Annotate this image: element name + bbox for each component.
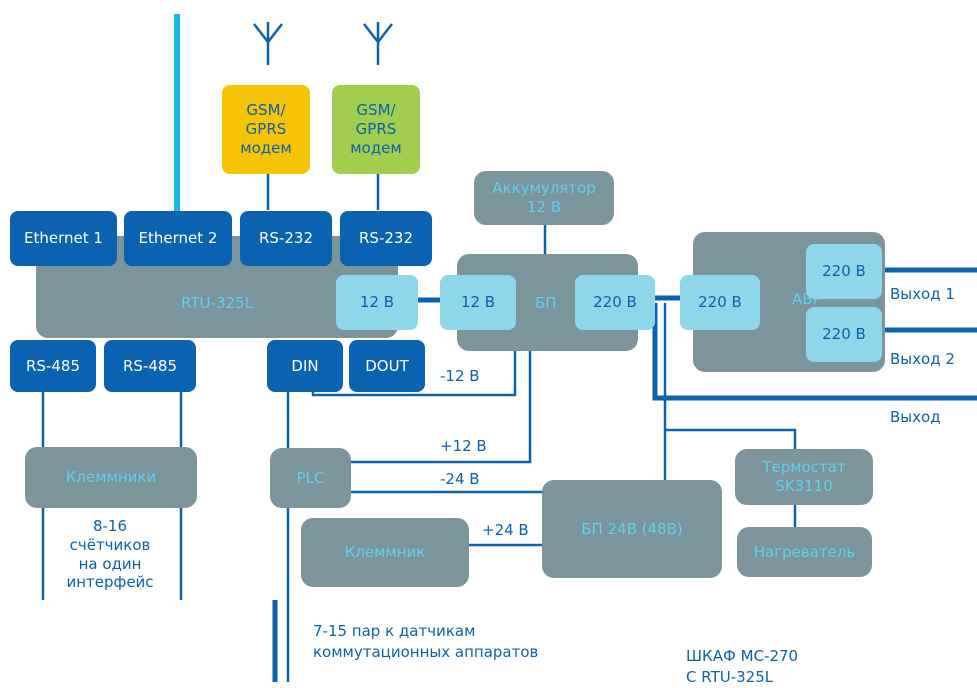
port-rs232-2: RS-232 bbox=[340, 211, 432, 266]
gsm-modem-2: GSM/ GPRS модем bbox=[332, 85, 420, 174]
sensors-note: 7-15 пар к датчикам коммутационных аппар… bbox=[313, 622, 539, 661]
terminal-block: Клеммник bbox=[301, 518, 469, 587]
port-din: DIN bbox=[267, 340, 343, 392]
port-dout: DOUT bbox=[349, 340, 425, 392]
port-ethernet-1: Ethernet 1 bbox=[10, 211, 117, 266]
battery: Аккумулятор 12 В bbox=[474, 171, 614, 225]
psu-in-12v: 12 В bbox=[440, 275, 516, 330]
thermostat: Термостат SK3110 bbox=[735, 449, 873, 505]
avr-out-220v-1: 220 В bbox=[806, 244, 882, 299]
rtu-title: RTU-325L bbox=[181, 294, 253, 312]
gsm-modem-1: GSM/ GPRS модем bbox=[222, 85, 310, 174]
rtu-port-12v: 12 В bbox=[336, 275, 418, 330]
meters-note: 8-16 счётчиков на один интерфейс bbox=[66, 517, 154, 592]
avr-out-220v-2: 220 В bbox=[806, 307, 882, 362]
wire-label-minus24: -24 В bbox=[440, 470, 480, 488]
wire-label-plus12: +12 В bbox=[440, 437, 487, 455]
heater: Нагреватель bbox=[737, 527, 872, 577]
output-label: Выход bbox=[890, 408, 941, 426]
plc: PLC bbox=[270, 448, 351, 508]
port-rs232-1: RS-232 bbox=[240, 211, 332, 266]
psu-title: БП bbox=[535, 294, 557, 312]
psu-24v: БП 24В (48В) bbox=[542, 480, 722, 578]
avr-in-220v: 220 В bbox=[680, 275, 760, 330]
terminals-block: Клеммники bbox=[25, 447, 197, 508]
port-rs485-1: RS-485 bbox=[10, 340, 96, 392]
output-2-label: Выход 2 bbox=[890, 350, 955, 368]
wire-label-plus24: +24 В bbox=[482, 521, 529, 539]
wire-label-minus12: -12 В bbox=[440, 367, 480, 385]
output-1-label: Выход 1 bbox=[890, 285, 955, 303]
psu-out-220v: 220 В bbox=[575, 275, 655, 330]
port-rs485-2: RS-485 bbox=[104, 340, 196, 392]
port-ethernet-2: Ethernet 2 bbox=[124, 211, 232, 266]
